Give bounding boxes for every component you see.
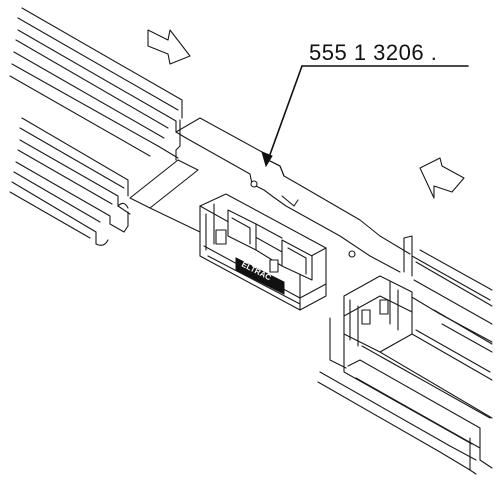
part-number-label: 555 1 3206 . <box>309 40 438 65</box>
insert-direction-arrow-icon <box>419 157 465 199</box>
left-track-lower <box>9 117 131 246</box>
joint-plate <box>149 117 411 273</box>
left-track-upper <box>9 7 199 209</box>
insert-direction-arrow-icon <box>147 29 191 65</box>
brand-badge <box>235 257 285 295</box>
leader-line <box>261 65 469 168</box>
right-track <box>317 235 493 475</box>
connector: ELTRAC <box>199 193 327 311</box>
